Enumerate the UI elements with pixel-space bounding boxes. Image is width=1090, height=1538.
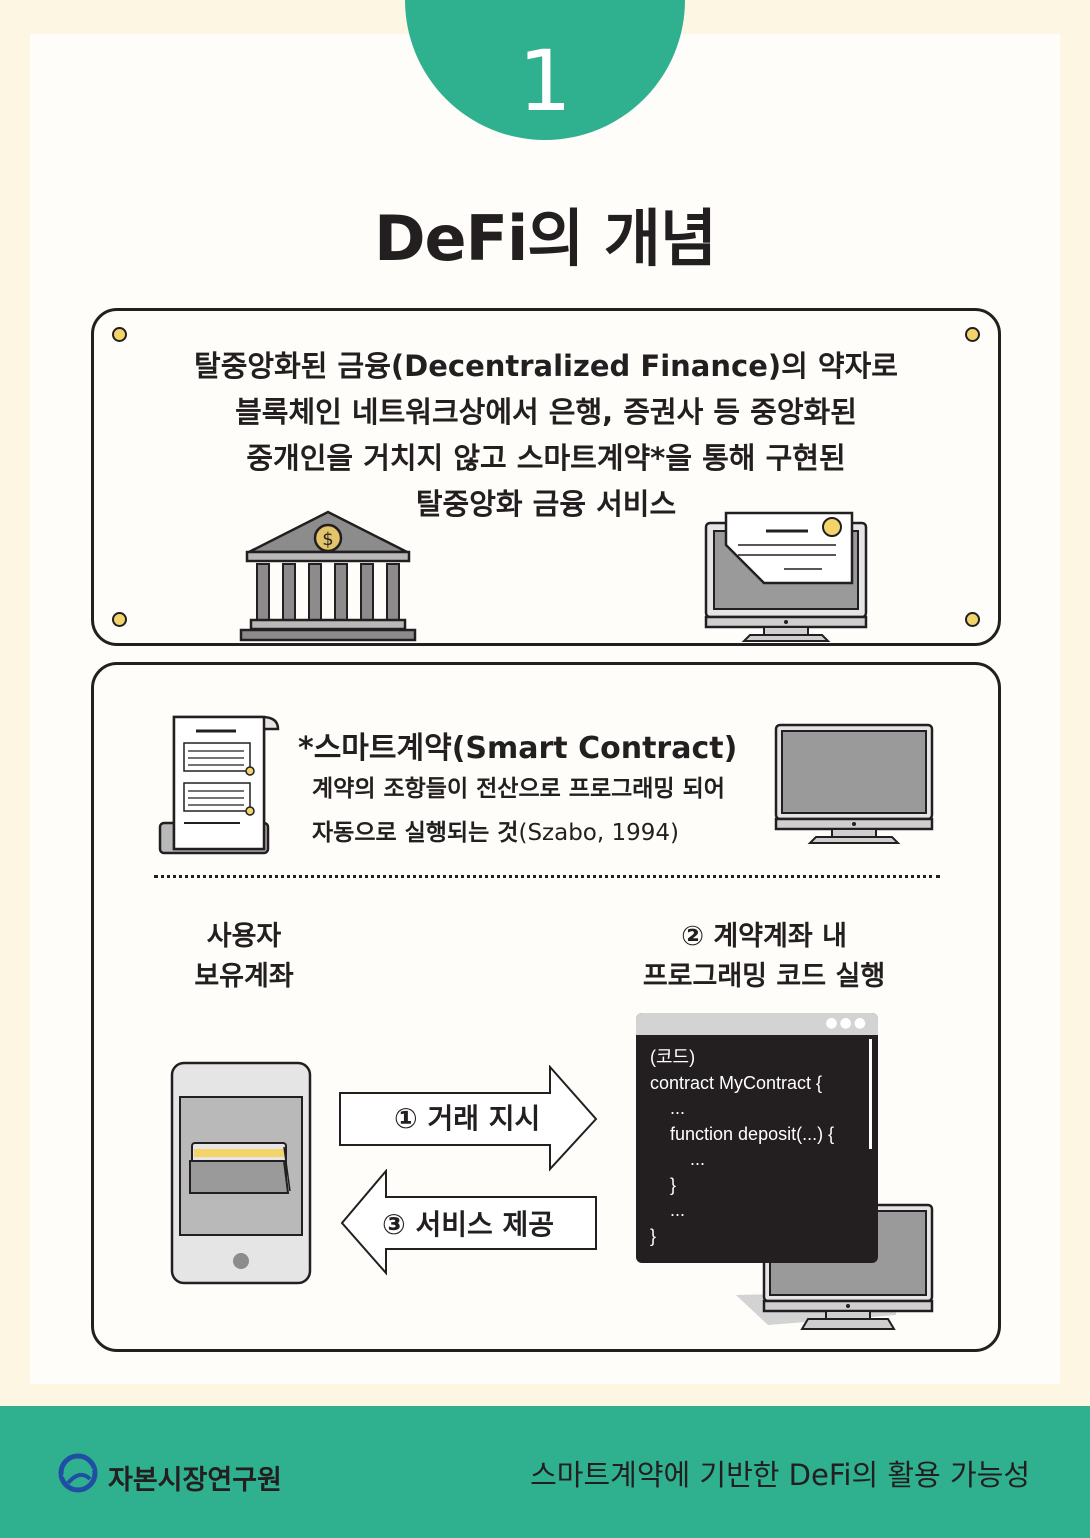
smart-contract-title: *스마트계약(Smart Contract) (298, 731, 738, 766)
definition-line: 탈중앙화된 금융(Decentralized Finance)의 약자로 (194, 349, 898, 383)
smart-contract-desc-line: 자동으로 실행되는 것 (312, 820, 519, 846)
step-order-instruction: ① 거래 지시 (394, 1102, 541, 1135)
step-service-provision: ③ 서비스 제공 (382, 1208, 555, 1241)
smart-contract-description: 계약의 조항들이 전산으로 프로그래밍 되어 자동으로 실행되는 것(Szabo… (312, 767, 725, 855)
org-logo-icon (58, 1453, 98, 1493)
section-divider (154, 875, 940, 878)
arrow-right-icon (339, 1065, 598, 1172)
footer: 자본시장연구원 스마트계약에 기반한 DeFi의 활용 가능성 (0, 1406, 1090, 1538)
user-account-label-line: 사용자 (206, 921, 282, 952)
bank-icon: $ (239, 510, 417, 642)
rivet-icon (112, 327, 127, 342)
report-title: 스마트계약에 기반한 DeFi의 활용 가능성 (530, 1458, 1030, 1492)
contract-scroll-icon (158, 715, 280, 855)
code-execution-label-line: ② 계약계좌 내 (681, 921, 847, 952)
smart-contract-desc-line: 계약의 조항들이 전산으로 프로그래밍 되어 (312, 776, 725, 802)
rivet-icon (965, 327, 980, 342)
code-window-titlebar: ●●● (636, 1013, 878, 1035)
citation: (Szabo, 1994) (518, 820, 680, 846)
definition-text: 탈중앙화된 금융(Decentralized Finance)의 약자로 블록체… (94, 343, 998, 527)
org-name: 자본시장연구원 (108, 1465, 282, 1496)
definition-line: 중개인을 거치지 않고 스마트계약*을 통해 구현된 (246, 441, 846, 475)
monitor-icon (774, 723, 934, 844)
rivet-icon (112, 612, 127, 627)
code-window: ●●● (코드) contract MyContract { ... funct… (636, 1013, 878, 1263)
arrow-left-icon (340, 1169, 597, 1276)
user-account-label-line: 보유계좌 (194, 961, 294, 992)
section-number: 1 (518, 32, 572, 130)
certificate-monitor-icon (704, 511, 868, 642)
rivet-icon (965, 612, 980, 627)
user-account-label: 사용자 보유계좌 (164, 917, 324, 997)
tablet-wallet-icon (170, 1061, 312, 1285)
page-title: DeFi의 개념 (374, 202, 717, 275)
window-dots-icon: ●●● (825, 1015, 868, 1031)
section-badge: 1 (405, 0, 685, 140)
code-execution-label: ② 계약계좌 내 프로그래밍 코드 실행 (599, 917, 929, 997)
code-execution-label-line: 프로그래밍 코드 실행 (642, 961, 886, 992)
code-scrollbar (869, 1039, 872, 1149)
definition-line: 블록체인 네트워크상에서 은행, 증권사 등 중앙화된 (235, 395, 857, 429)
definition-box: 탈중앙화된 금융(Decentralized Finance)의 약자로 블록체… (91, 308, 1001, 646)
svg-text:$: $ (322, 529, 333, 550)
definition-line: 탈중앙화 금융 서비스 (415, 487, 677, 521)
code-snippet: (코드) contract MyContract { ... function … (650, 1047, 835, 1246)
